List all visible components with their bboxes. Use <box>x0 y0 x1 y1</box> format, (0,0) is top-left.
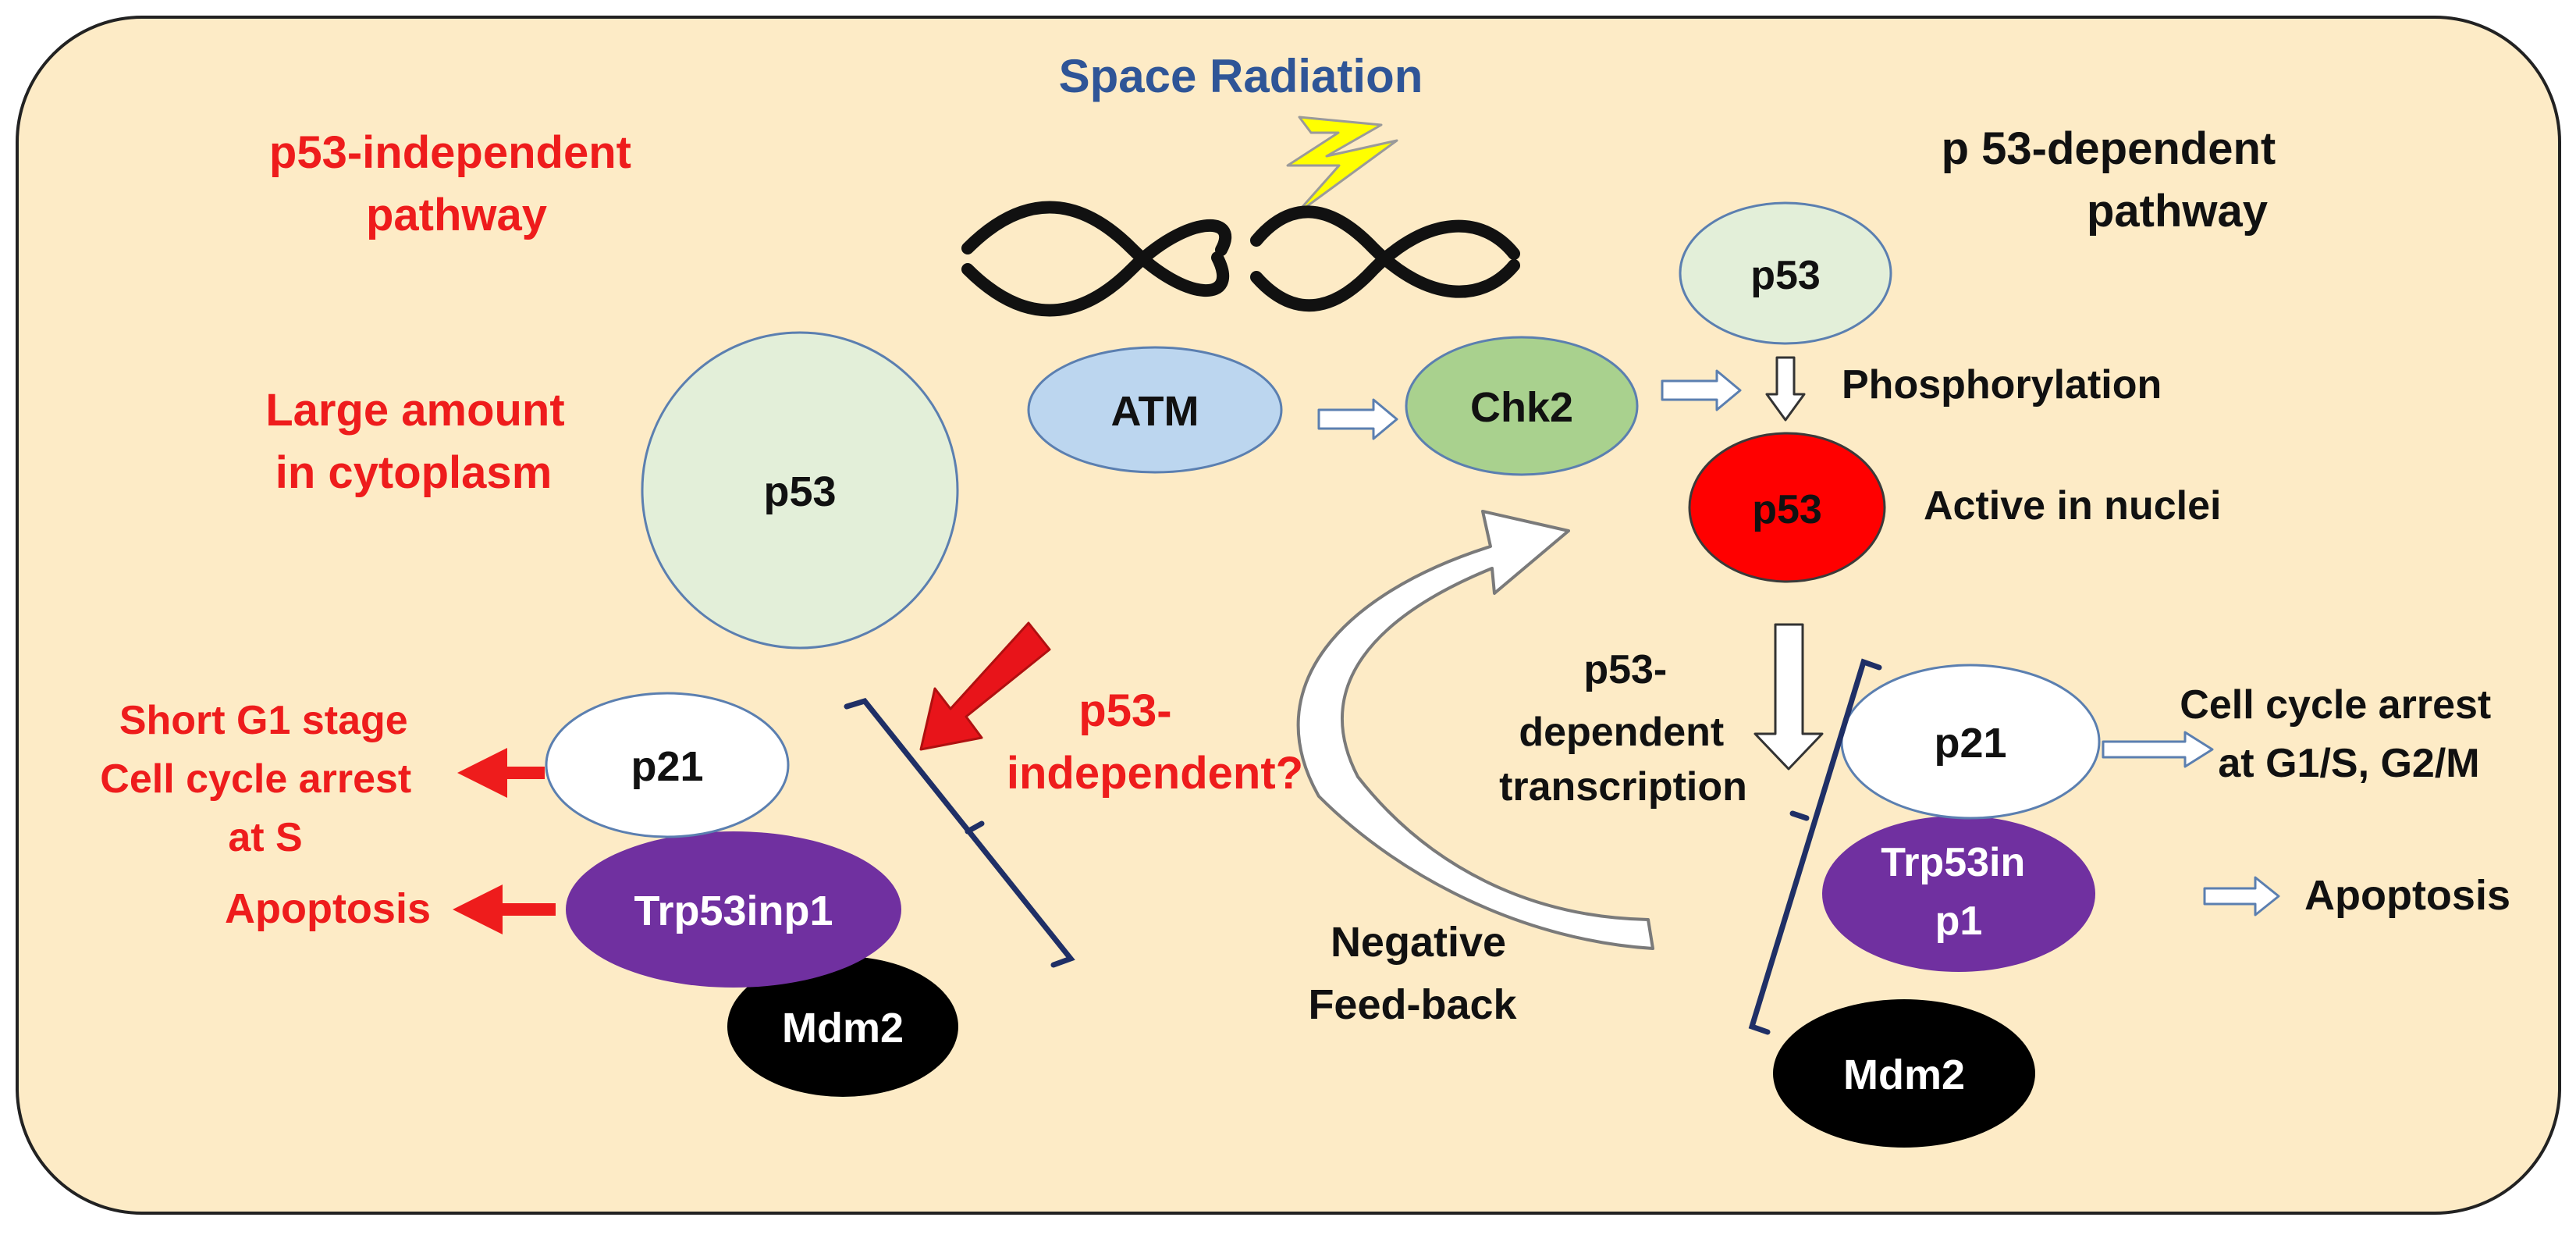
right-cellcycle-outcome: Cell cycle arrest at G1/S, G2/M <box>2180 682 2502 786</box>
right-complex-bracket <box>1748 658 1882 1035</box>
right-mdm2-ellipse <box>1773 999 2035 1148</box>
right-p21-label: p21 <box>1934 720 2006 767</box>
transcription-arrow <box>1753 623 1824 771</box>
negative-feedback-arrow <box>1296 510 1654 950</box>
negative-feedback-label: Negative Feed-back <box>1308 919 1518 1028</box>
chk2-ellipse <box>1405 336 1639 476</box>
transcription-label: p53- dependent transcription <box>1499 647 1747 810</box>
left-apoptosis-outcome: Apoptosis <box>225 885 431 932</box>
cytoplasmic-p53-label: p53 <box>763 468 836 515</box>
atm-to-chk2-arrow <box>1317 398 1398 440</box>
diagram-title: Space Radiation <box>1059 50 1423 102</box>
lightning-bolt-icon <box>1286 116 1398 216</box>
left-mdm2-label: Mdm2 <box>782 1005 904 1052</box>
left-mdm2-ellipse <box>727 956 958 1097</box>
dna-double-helix-icon <box>961 201 1520 317</box>
active-p53-ellipse <box>1688 432 1886 583</box>
p53-independent-arrow <box>919 621 1051 751</box>
chk2-label: Chk2 <box>1470 384 1573 431</box>
p53-top-ellipse <box>1679 201 1892 345</box>
right-trp53inp1-ellipse <box>1822 816 2095 972</box>
right-cellcycle-arrow <box>2102 731 2214 768</box>
right-apoptosis-outcome: Apoptosis <box>2304 872 2510 919</box>
active-in-nuclei-label: Active in nuclei <box>1924 483 2221 529</box>
left-trp53inp1-ellipse <box>566 831 901 988</box>
right-apoptosis-arrow <box>2203 876 2280 916</box>
cytoplasm-note: Large amount in cytoplasm <box>265 385 577 498</box>
atm-ellipse <box>1027 346 1283 474</box>
p53-top-label: p53 <box>1750 253 1821 298</box>
left-p21-label: p21 <box>631 743 703 790</box>
active-p53-label: p53 <box>1752 487 1822 532</box>
left-complex-bracket <box>844 697 1075 968</box>
chk2-to-p53-arrow <box>1661 369 1742 411</box>
p53-independent-question: p53- independent? <box>1007 685 1303 799</box>
left-cellcycle-outcome: Short G1 stage Cell cycle arrest at S <box>100 698 422 860</box>
phosphorylation-arrow <box>1765 356 1806 422</box>
right-pathway-heading: p 53-dependent pathway <box>1942 123 2289 237</box>
left-p21-ellipse <box>545 692 790 838</box>
cytoplasmic-p53-circle <box>641 331 959 650</box>
phosphorylation-label: Phosphorylation <box>1842 362 2162 408</box>
atm-label: ATM <box>1111 388 1199 435</box>
right-mdm2-label: Mdm2 <box>1843 1052 1965 1098</box>
left-pathway-heading: p53-independent pathway <box>269 127 644 240</box>
left-trp53inp1-label: Trp53inp1 <box>634 888 833 934</box>
right-trp53inp1-label: Trp53in p1 <box>1881 840 2036 944</box>
